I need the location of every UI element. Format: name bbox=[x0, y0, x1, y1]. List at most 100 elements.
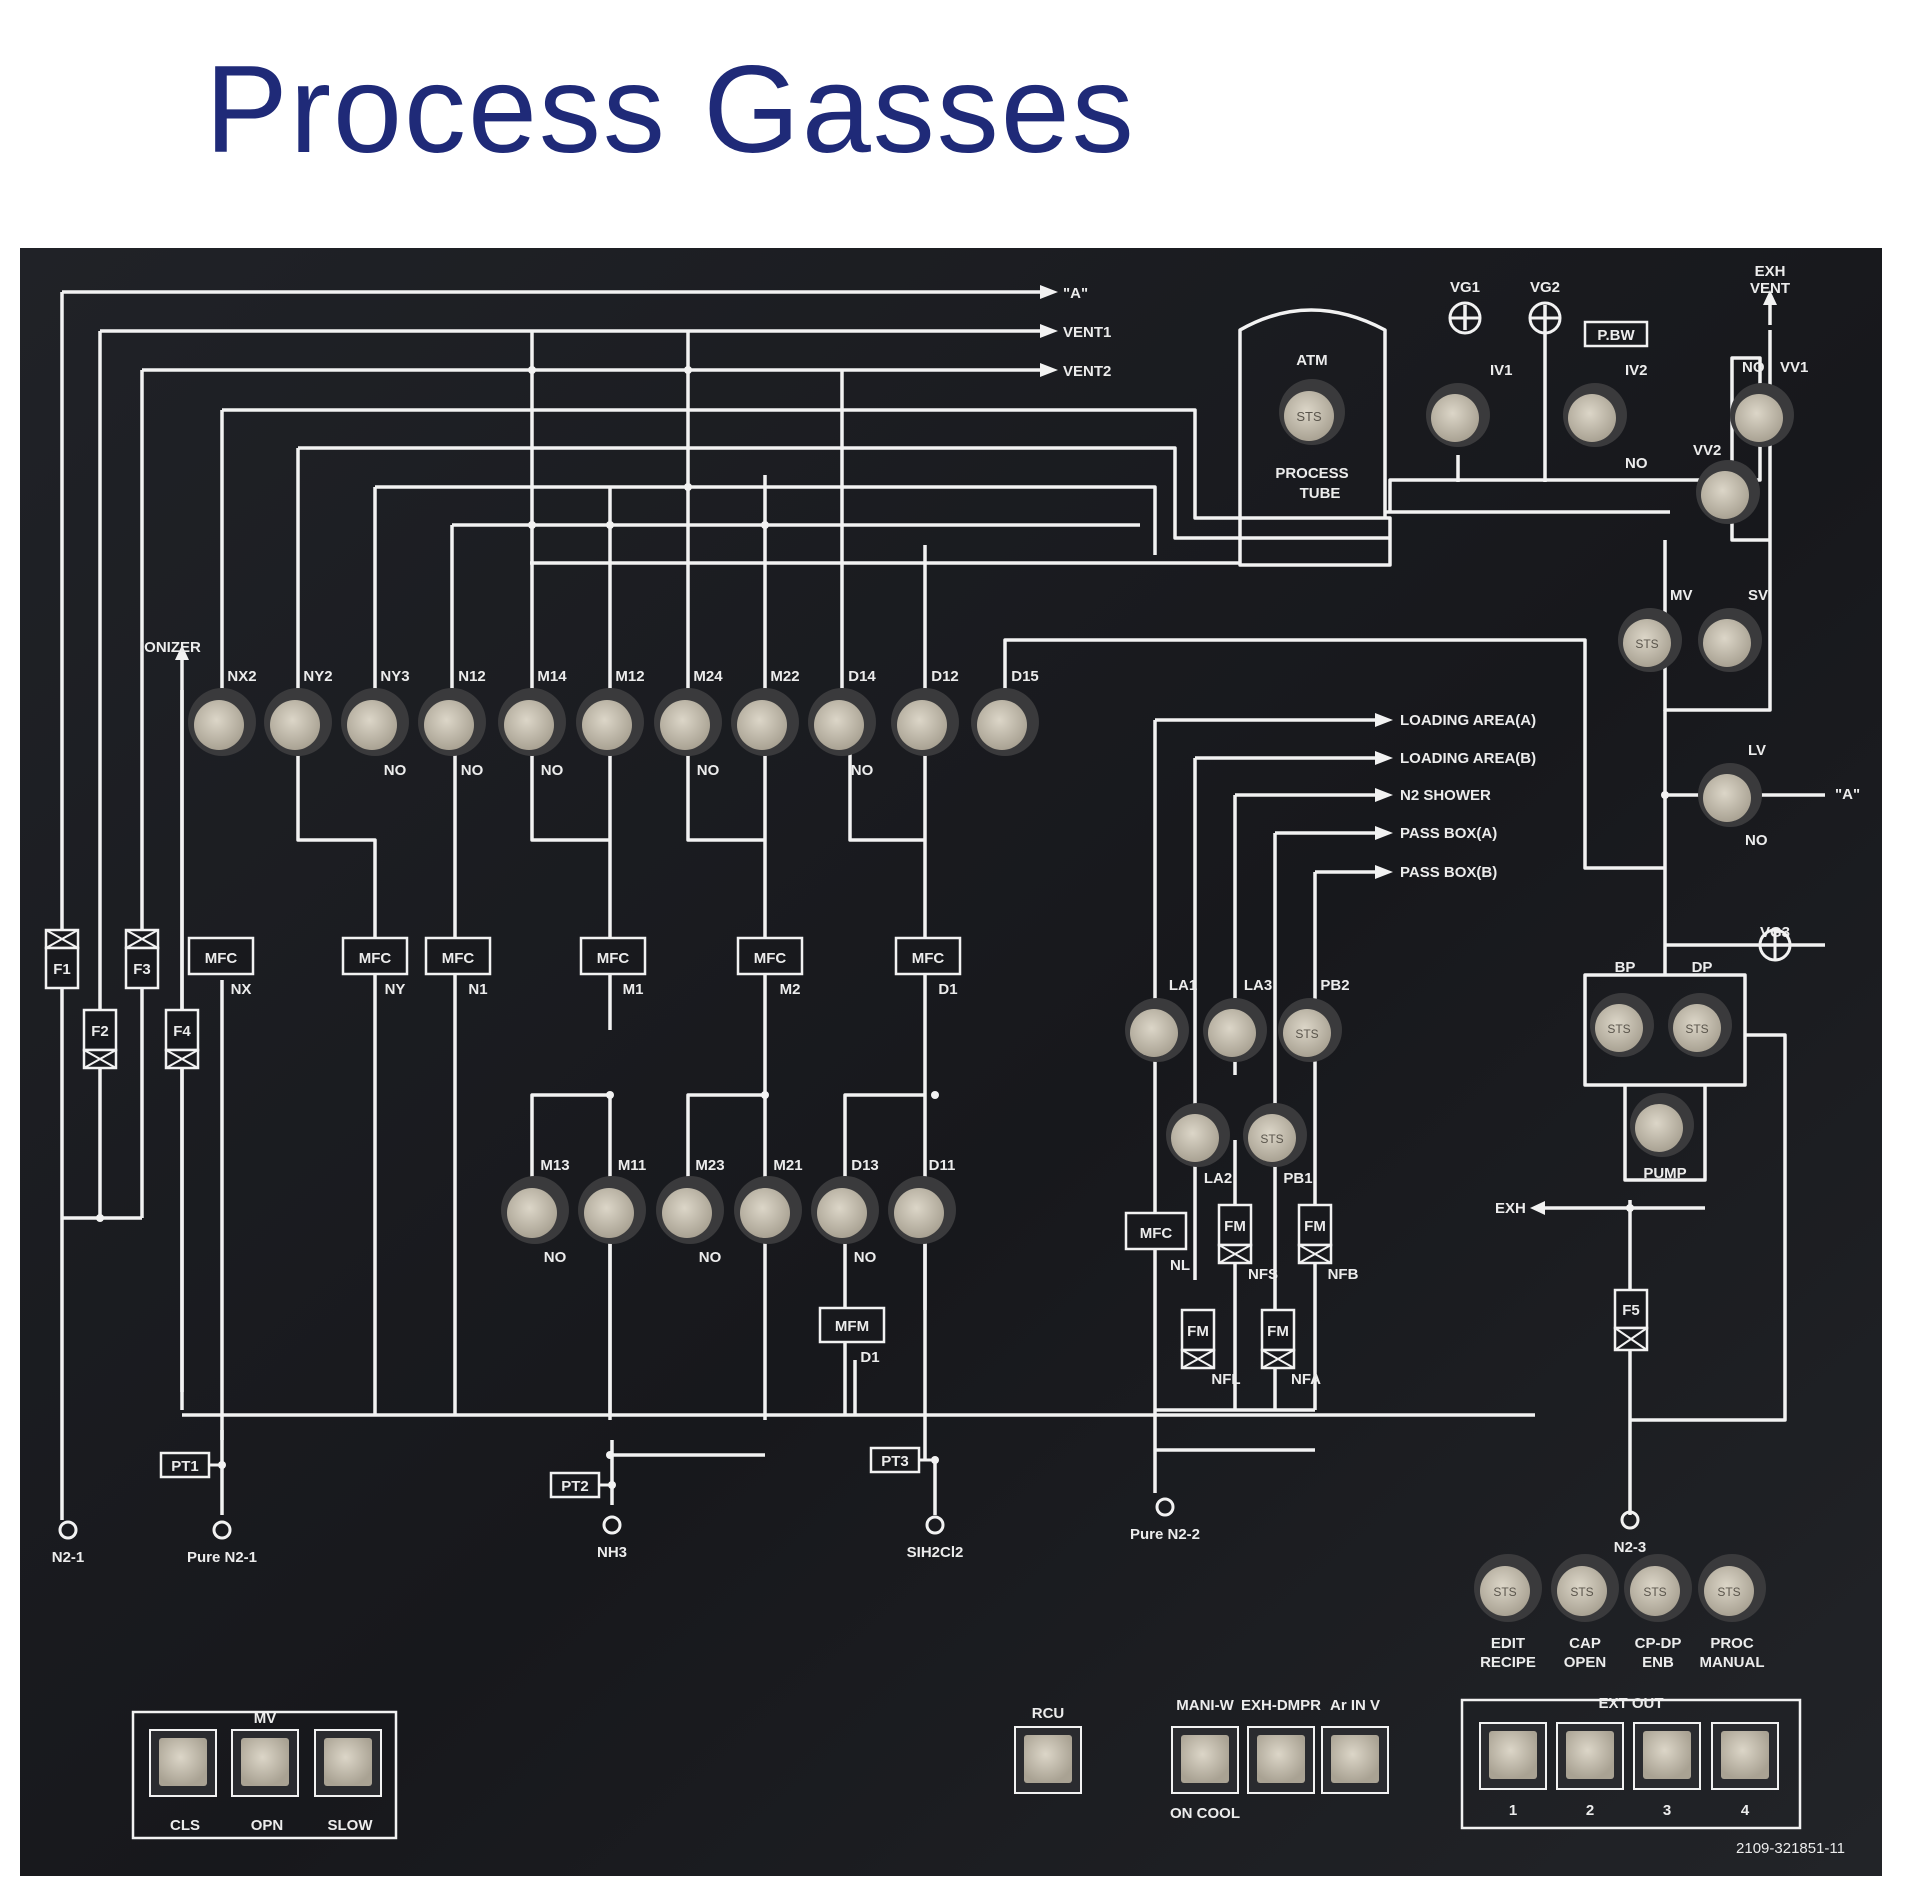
svg-text:STS: STS bbox=[1493, 1585, 1516, 1599]
valve-m11[interactable] bbox=[578, 1176, 646, 1244]
valve-m14[interactable] bbox=[498, 688, 566, 756]
mfc-sub-label: M2 bbox=[780, 981, 801, 998]
valve-ny3[interactable] bbox=[341, 688, 409, 756]
lower-valve-no-label: NO bbox=[854, 1249, 877, 1266]
valve-iv1[interactable] bbox=[1426, 383, 1490, 447]
mid-button-label: EXH-DMPR bbox=[1241, 1697, 1321, 1714]
la2-label: LA2 bbox=[1204, 1170, 1232, 1187]
gauge-vg2-icon bbox=[1528, 301, 1562, 335]
valve-vv2[interactable] bbox=[1696, 460, 1760, 524]
valve-la2[interactable] bbox=[1166, 1103, 1230, 1167]
function-button-label: ENB bbox=[1642, 1654, 1674, 1671]
line-label-vent1: VENT1 bbox=[1063, 324, 1111, 341]
valve-d12[interactable] bbox=[891, 688, 959, 756]
mfc-nl: MFC NL bbox=[1124, 1211, 1190, 1274]
atm-button[interactable]: STS bbox=[1279, 379, 1345, 445]
valve-d15[interactable] bbox=[971, 688, 1039, 756]
svg-text:NL: NL bbox=[1170, 1257, 1190, 1274]
lower-valve-label: M21 bbox=[773, 1157, 802, 1174]
pressure-transducer-pt2: PT2 bbox=[549, 1471, 612, 1499]
valve-d13[interactable] bbox=[811, 1176, 879, 1244]
function-button-proc[interactable]: STS bbox=[1698, 1554, 1766, 1622]
valve-iv2[interactable] bbox=[1563, 383, 1627, 447]
function-button-label: CAP bbox=[1569, 1635, 1601, 1652]
valve-la1[interactable] bbox=[1125, 998, 1189, 1062]
valve-nx2[interactable] bbox=[188, 688, 256, 756]
vv2-label: VV2 bbox=[1693, 442, 1721, 459]
mv-group-label: MV bbox=[254, 1710, 277, 1727]
ext-out-button-4[interactable] bbox=[1711, 1722, 1779, 1790]
svg-text:STS: STS bbox=[1260, 1132, 1283, 1146]
svg-text:STS: STS bbox=[1717, 1585, 1740, 1599]
svg-text:MFC: MFC bbox=[1140, 1225, 1173, 1242]
exh-vent-label-1: EXH bbox=[1755, 263, 1786, 280]
ext-out-button-2[interactable] bbox=[1556, 1722, 1624, 1790]
flowmeter-label: FM bbox=[1304, 1218, 1326, 1235]
mv-slow-button[interactable] bbox=[314, 1729, 382, 1797]
svg-text:MFM: MFM bbox=[835, 1318, 869, 1335]
valve-d14[interactable] bbox=[808, 688, 876, 756]
mid-button-0[interactable] bbox=[1171, 1726, 1239, 1794]
valve-n12[interactable] bbox=[418, 688, 486, 756]
on-cool-label: ON COOL bbox=[1170, 1805, 1240, 1822]
filter-label: F2 bbox=[91, 1023, 109, 1040]
mv-button-label: SLOW bbox=[328, 1817, 374, 1834]
valve-dp[interactable]: STS bbox=[1668, 993, 1732, 1057]
pump-button[interactable] bbox=[1630, 1093, 1694, 1157]
atm-label: ATM bbox=[1296, 352, 1327, 369]
valve-bp[interactable]: STS bbox=[1590, 993, 1654, 1057]
mfc-sub-label: NX bbox=[231, 981, 252, 998]
svg-text:STS: STS bbox=[1643, 1585, 1666, 1599]
function-button-label: EDIT bbox=[1491, 1635, 1525, 1652]
ext-out-button-3[interactable] bbox=[1633, 1722, 1701, 1790]
valve-d11[interactable] bbox=[888, 1176, 956, 1244]
svg-text:D1: D1 bbox=[860, 1349, 879, 1366]
rcu-button[interactable] bbox=[1014, 1726, 1082, 1794]
function-button-label: PROC bbox=[1710, 1635, 1754, 1652]
valve-vv1[interactable] bbox=[1730, 383, 1794, 447]
valve-m22[interactable] bbox=[731, 688, 799, 756]
mv-opn-button[interactable] bbox=[231, 1729, 299, 1797]
pbw-label: P.BW bbox=[1597, 327, 1635, 344]
mid-button-2[interactable] bbox=[1321, 1726, 1389, 1794]
valve-m12[interactable] bbox=[576, 688, 644, 756]
mfc-m2: MFC M2 bbox=[736, 936, 804, 998]
upper-valve-label: NY2 bbox=[303, 668, 332, 685]
svg-text:F5: F5 bbox=[1622, 1302, 1640, 1319]
valve-lv[interactable] bbox=[1698, 763, 1762, 827]
upper-valve-label: M14 bbox=[537, 668, 567, 685]
upper-valve-label: D14 bbox=[848, 668, 876, 685]
sv-label: SV bbox=[1748, 587, 1768, 604]
bp-label: BP bbox=[1615, 959, 1636, 976]
function-button-cpdp[interactable]: STS bbox=[1624, 1554, 1692, 1622]
valve-ny2[interactable] bbox=[264, 688, 332, 756]
valve-sv[interactable] bbox=[1698, 608, 1762, 672]
mv-button-label: OPN bbox=[251, 1817, 284, 1834]
exh-vent-label-2: VENT bbox=[1750, 280, 1790, 297]
valve-m13[interactable] bbox=[501, 1176, 569, 1244]
la3-label: LA3 bbox=[1244, 977, 1272, 994]
mfc-label: MFC bbox=[442, 950, 475, 967]
flowmeter-label: FM bbox=[1267, 1323, 1289, 1340]
source-sih2cl2: SIH2Cl2 bbox=[907, 1515, 963, 1561]
valve-pb1[interactable]: STS bbox=[1243, 1103, 1307, 1167]
mfc-label: MFC bbox=[754, 950, 787, 967]
valve-mv[interactable]: STS bbox=[1618, 608, 1682, 672]
function-button-label: MANUAL bbox=[1700, 1654, 1765, 1671]
valve-la3[interactable] bbox=[1203, 998, 1267, 1062]
function-button-edit[interactable]: STS bbox=[1474, 1554, 1542, 1622]
mid-button-1[interactable] bbox=[1247, 1726, 1315, 1794]
function-button-cap[interactable]: STS bbox=[1551, 1554, 1619, 1622]
valve-pb2[interactable]: STS bbox=[1278, 998, 1342, 1062]
function-button-label: RECIPE bbox=[1480, 1654, 1536, 1671]
mv-cls-button[interactable] bbox=[149, 1729, 217, 1797]
valve-m23[interactable] bbox=[656, 1176, 724, 1244]
valve-m21[interactable] bbox=[734, 1176, 802, 1244]
ext-out-button-1[interactable] bbox=[1479, 1722, 1547, 1790]
valve-m24[interactable] bbox=[654, 688, 722, 756]
